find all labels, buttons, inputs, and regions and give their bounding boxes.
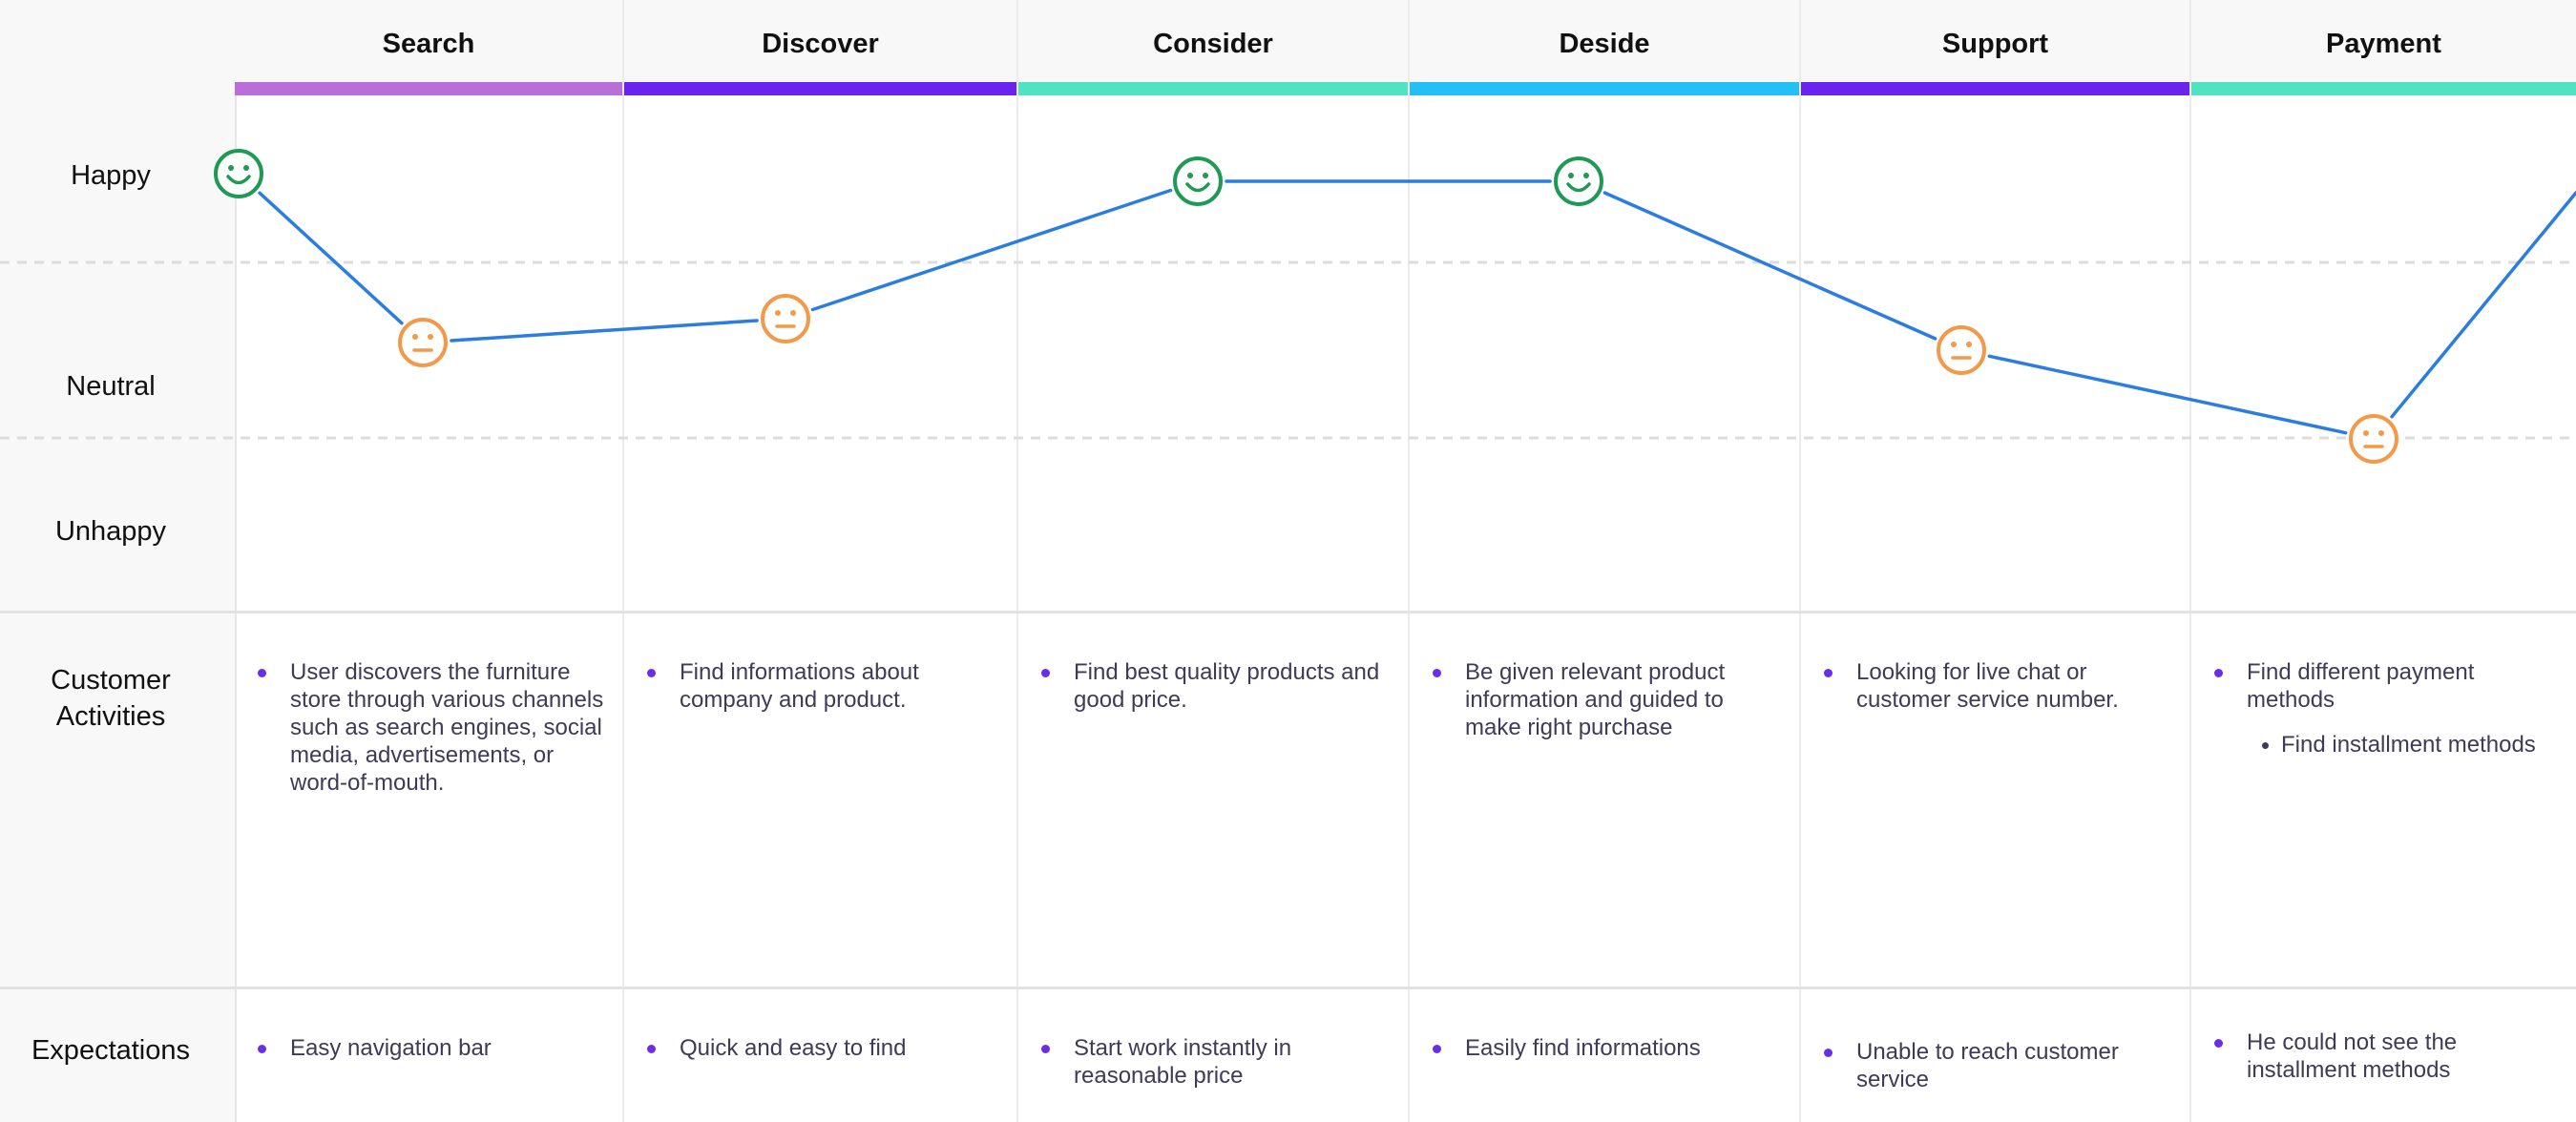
column-divider [2189, 0, 2191, 1122]
stage-color-bar [1018, 82, 1408, 95]
row-label-column [0, 0, 237, 1122]
activities-cell-discover: Find informations about company and prod… [624, 658, 1016, 714]
row-label-customer-activities: Customer Activities [0, 662, 221, 735]
expectation-bullet: He could not see the installment methods [2214, 1028, 2559, 1084]
stage-title: Consider [1153, 29, 1273, 59]
journey-line-segment [258, 191, 404, 325]
stage-color-bar [624, 82, 1016, 95]
neutral-face-icon [761, 294, 810, 343]
column-divider [1016, 0, 1018, 1122]
section-divider [0, 611, 2576, 613]
expectation-bullet: Unable to reach customer service [1824, 1038, 2172, 1093]
expectation-bullet: Quick and easy to find [647, 1034, 999, 1062]
stage-header-band [235, 0, 2576, 82]
journey-line-segment [450, 319, 759, 343]
row-label-happy: Happy [71, 160, 151, 191]
stage-header-discover: Discover [624, 0, 1016, 95]
stage-title: Search [382, 29, 475, 59]
stage-header-support: Support [1801, 0, 2189, 95]
activity-bullet: Be given relevant product information an… [1433, 658, 1782, 741]
neutral-face-icon [1937, 325, 1986, 375]
section-divider [0, 987, 2576, 989]
column-divider [622, 0, 624, 1122]
stage-color-bar [2191, 82, 2576, 95]
happy-face-icon [1554, 156, 1603, 206]
journey-line-layer [258, 179, 2576, 435]
stage-title: Discover [762, 29, 879, 59]
stage-title: Deside [1559, 29, 1650, 59]
activity-sub-bullet: Find installment methods [2262, 731, 2559, 758]
happy-face-icon [1173, 156, 1223, 206]
expectations-cell-support: Unable to reach customer service [1801, 1038, 2189, 1093]
journey-line-segment [810, 188, 1173, 312]
expectations-cell-payment: He could not see the installment methods [2191, 1028, 2576, 1084]
activity-bullet: Looking for live chat or customer servic… [1824, 658, 2172, 714]
stage-color-bar [1410, 82, 1799, 95]
row-label-line: Activities [55, 701, 166, 732]
expectation-bullet: Easily find informations [1433, 1034, 1782, 1062]
column-divider [1408, 0, 1410, 1122]
stage-header-payment: Payment [2191, 0, 2576, 95]
row-label-neutral: Neutral [66, 371, 156, 402]
activities-cell-support: Looking for live chat or customer servic… [1801, 658, 2189, 714]
expectations-cell-search: Easy navigation bar [235, 1034, 622, 1062]
row-label-line: Customer [51, 665, 171, 696]
stage-color-bar [1801, 82, 2189, 95]
expectation-bullet: Start work instantly in reasonable price [1041, 1034, 1391, 1090]
activity-bullet: User discovers the furniture store throu… [258, 659, 604, 796]
stage-header-deside: Deside [1410, 0, 1799, 95]
activity-bullet: Find best quality products and good pric… [1041, 658, 1391, 714]
stage-title: Support [1941, 29, 2049, 59]
row-label-expectations: Expectations [31, 1035, 191, 1066]
expectations-cell-consider: Start work instantly in reasonable price [1018, 1034, 1408, 1090]
activities-cell-consider: Find best quality products and good pric… [1018, 658, 1408, 714]
journey-line-segment [2390, 191, 2576, 419]
column-divider [1799, 0, 1801, 1122]
emotion-face-layer [214, 149, 2398, 464]
stage-color-bar [235, 82, 622, 95]
activities-cell-search: User discovers the furniture store throu… [235, 658, 622, 797]
journey-line-segment [1602, 191, 1937, 341]
activity-bullet: Find informations about company and prod… [647, 658, 999, 714]
neutral-face-icon [2349, 414, 2398, 464]
stage-header-search: Search [235, 0, 622, 95]
row-label-unhappy: Unhappy [54, 516, 167, 547]
stage-title: Payment [2326, 29, 2441, 59]
activities-cell-payment: Find different payment methods Find inst… [2191, 658, 2576, 758]
expectations-cell-discover: Quick and easy to find [624, 1034, 1016, 1062]
activities-cell-deside: Be given relevant product information an… [1410, 658, 1799, 741]
expectation-bullet: Easy navigation bar [258, 1034, 605, 1062]
neutral-face-icon [398, 318, 448, 367]
activity-bullet: Find different payment methods [2214, 658, 2559, 714]
happy-face-icon [214, 149, 263, 198]
expectations-cell-deside: Easily find informations [1410, 1034, 1799, 1062]
stage-header-consider: Consider [1018, 0, 1408, 95]
journey-line-segment [1987, 354, 2348, 435]
